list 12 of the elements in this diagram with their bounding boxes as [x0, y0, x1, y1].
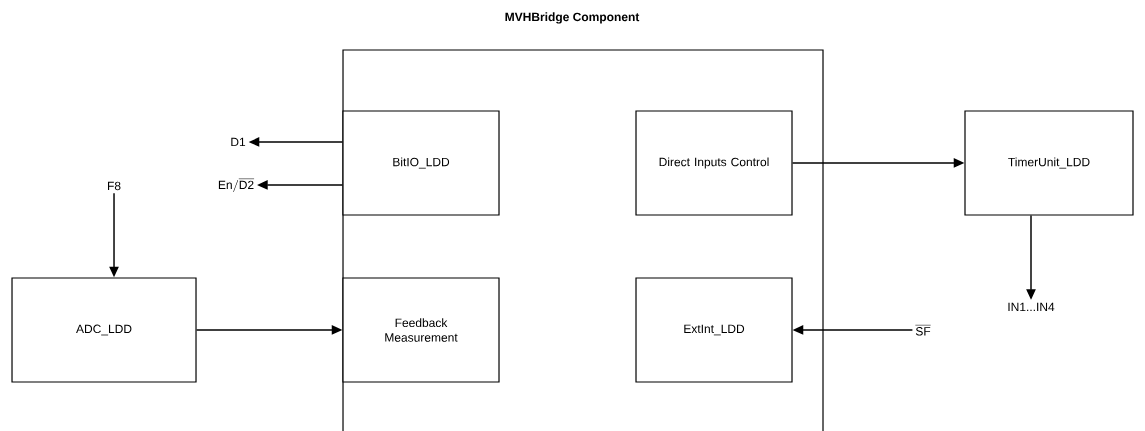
block-box: ADC_LDD: [11, 277, 197, 383]
signal-label: $\mathrm{En}/\overline{\mathrm{D2}}$: [218, 178, 255, 193]
block-box: Feedback Measurement: [342, 277, 500, 383]
signal-label: F8: [108, 181, 121, 191]
signal-label: IN1...IN4: [1008, 302, 1055, 312]
block-box: BitIO_LDD: [342, 110, 500, 216]
signal-label: D1: [231, 137, 246, 147]
block-box: Direct Inputs Control: [635, 110, 793, 216]
block-box: TimerUnit_LDD: [964, 110, 1134, 216]
signal-label: $\overline{\mathrm{SF}}$: [915, 325, 931, 336]
block-box: ExtInt_LDD: [635, 277, 793, 383]
diagram-title: MVHBridge Component: [505, 12, 640, 24]
